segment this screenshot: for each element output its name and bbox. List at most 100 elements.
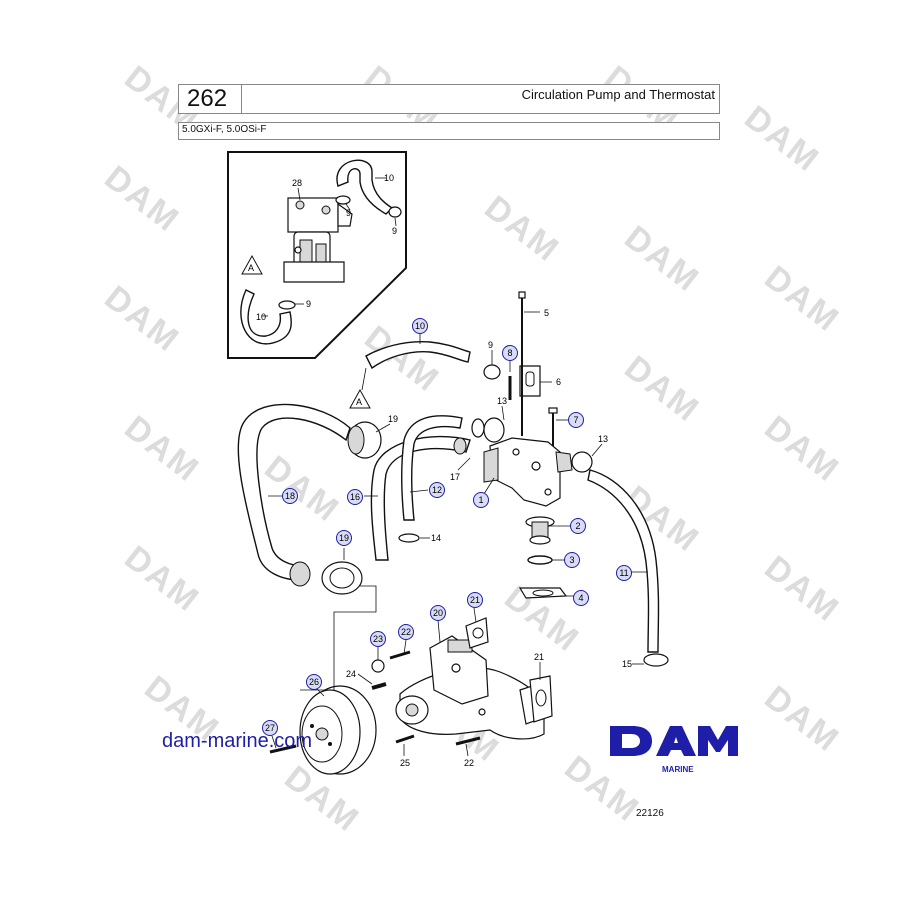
callout-inset-9: 9 [392,226,397,236]
circulation-pump [395,617,549,740]
callout-15: 15 [622,659,632,669]
svg-text:27: 27 [265,723,275,733]
figure-id: 22126 [636,808,664,819]
inset-clamp [335,195,351,205]
page-header: 262 Circulation Pump and Thermostat [178,84,720,114]
callout-circle-26: 26 [306,674,322,690]
callout-circle-3: 3 [564,552,580,568]
inset-clamp [388,206,402,218]
callout-circle-19: 19 [388,414,398,424]
callout-circle-12: 12 [429,482,445,498]
svg-text:4: 4 [578,593,583,603]
inset-clamp [278,300,296,310]
inset-ref-triangle [241,254,263,275]
clamp-13-right [571,451,593,473]
svg-text:12: 12 [432,485,442,495]
callout-24: 24 [346,669,356,679]
clamp-13 [471,418,485,438]
callout-circle-4: 4 [573,590,589,606]
callout-inset-10: 10 [256,312,266,322]
callout-circle-10: 10 [412,318,428,334]
brand-logo-graphic: MARINE [610,726,738,774]
callout-circle-18: 18 [282,488,298,504]
svg-text:11: 11 [619,568,628,578]
callout-circle-8: 8 [502,345,518,361]
page-number-box: 262 [179,85,242,113]
bolt-24 [371,682,387,690]
svg-text:18: 18 [285,491,295,501]
site-url: dam-marine.com [162,730,313,752]
callout-circle-19: 19 [336,530,352,546]
callout-21: 21 [534,652,544,662]
callout-circle-11: 11 [616,565,632,581]
svg-text:23: 23 [373,634,383,644]
callout-25: 25 [400,758,410,768]
callout-ref: A [356,397,362,407]
nut-23 [371,659,385,673]
callout-5: 5 [544,308,549,318]
callout-13: 13 [598,434,608,444]
stud-22 [455,736,481,746]
callout-inset-9: 9 [306,299,311,309]
hose-18-end [289,561,311,587]
hose-10 [365,340,471,370]
svg-text:16: 16 [350,492,360,502]
bolt-22 [389,650,411,660]
callout-circle-22: 22 [398,624,414,640]
callout-circle-7: 7 [568,412,584,428]
model-list: 5.0GXi-F, 5.0OSi-F [182,124,267,135]
callout-circle-20: 20 [430,605,446,621]
callout-inset-10: 10 [384,173,394,183]
thermostat-housing [483,291,573,507]
hose-11 [587,469,660,653]
page-number: 262 [187,85,228,112]
hose-16 [370,435,471,561]
svg-text:1: 1 [478,495,483,505]
ref-triangle [349,388,371,409]
svg-text:3: 3 [569,555,574,565]
inset-hose-lower [240,289,292,345]
svg-text:19: 19 [339,533,349,543]
svg-text:2: 2 [575,521,580,531]
inset-panel [227,151,407,359]
svg-text:22: 22 [401,627,411,637]
svg-text:19: 19 [388,414,398,424]
pulley [269,685,377,775]
leader-lines [268,311,648,757]
brand-logo: MARINE [606,724,740,780]
callout-inset-9: 9 [346,208,351,218]
thermostat [525,516,555,545]
callout-circle-16: 16 [347,489,363,505]
o-ring [527,555,553,565]
svg-text:26: 26 [309,677,319,687]
callout-circle-1: 1 [473,492,489,508]
hose-12 [400,415,463,521]
callout-6: 6 [556,377,561,387]
clamp-9 [483,364,501,380]
svg-text:7: 7 [573,415,578,425]
model-bar: 5.0GXi-F, 5.0OSi-F [178,122,720,140]
callout-17: 17 [450,472,460,482]
brand-logo-sub: MARINE [662,765,694,774]
callout-circle-21: 21 [467,592,483,608]
callout-circle-23: 23 [370,631,386,647]
inset-pump-assembly [283,197,353,283]
callout-circle-2: 2 [570,518,586,534]
callout-9: 9 [488,340,493,350]
callout-14: 14 [431,533,441,543]
svg-text:20: 20 [433,608,443,618]
clamp-14 [398,533,420,543]
callout-22: 22 [464,758,474,768]
callout-inset-28: 28 [292,178,302,188]
bolt-25 [395,734,415,744]
svg-text:8: 8 [507,348,512,358]
callout-circle-27: 27 [262,720,278,736]
clamp-15 [643,653,669,667]
callout-inset-ref: A [248,263,254,273]
clamp-13-left [483,417,505,443]
page-title: Circulation Pump and Thermostat [521,87,715,102]
svg-text:21: 21 [470,595,480,605]
hose-18-end-upper [347,425,365,455]
svg-text:10: 10 [415,321,425,331]
